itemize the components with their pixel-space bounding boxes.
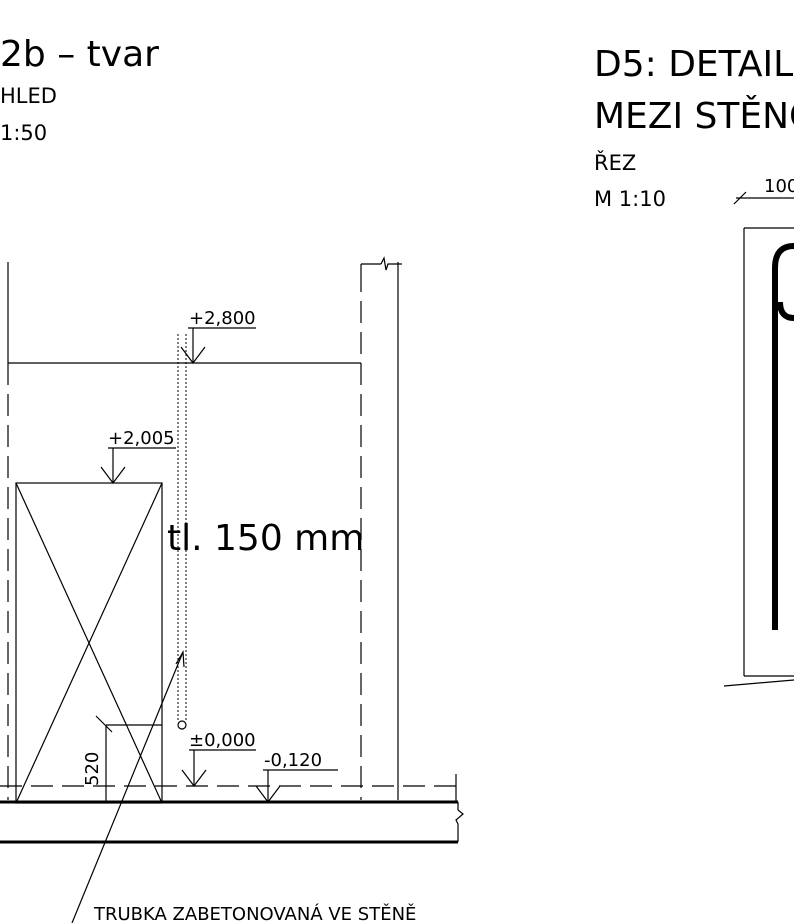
dim-520: 520 — [82, 752, 103, 786]
wall-elevation — [7, 256, 402, 800]
thickness-label: tl. 150 mm — [167, 518, 364, 559]
level-marker-zero — [181, 749, 256, 787]
dim-100-marker — [733, 191, 794, 205]
level-top-label: +2,800 — [189, 308, 256, 329]
level-door-label: +2,005 — [108, 428, 175, 449]
level-marker-top — [180, 327, 256, 364]
pipe-callout-label: TRUBKA ZABETONOVANÁ VE STĚNĚ — [93, 903, 416, 923]
floor-slab — [0, 774, 464, 844]
threshold-detail — [95, 715, 162, 803]
dim-100-label: 100 — [764, 176, 794, 197]
level-floor-label: -0,120 — [264, 750, 322, 771]
detail-section — [723, 227, 794, 687]
right-scale: M 1:10 — [594, 187, 666, 211]
embedded-pipe — [177, 334, 187, 730]
right-title-line1: D5: DETAIL P — [594, 44, 794, 85]
left-scale: 1:50 — [0, 121, 47, 145]
left-title: 2b – tvar — [0, 34, 159, 75]
level-zero-label: ±0,000 — [189, 730, 256, 751]
right-view-name: ŘEZ — [594, 150, 636, 175]
level-marker-door — [100, 447, 176, 484]
pipe-callout-leader — [71, 650, 185, 923]
right-title-line2: MEZI STĚNOU — [594, 95, 794, 137]
left-view-name: HLED — [0, 84, 57, 108]
